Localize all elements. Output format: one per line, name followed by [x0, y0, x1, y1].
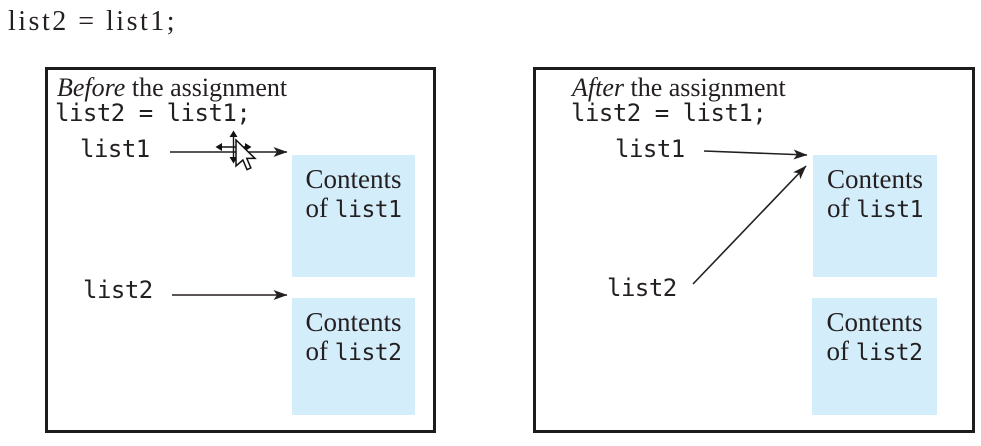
- box-line2: of list2: [826, 336, 923, 367]
- contents-of-list1-box: Contents of list1: [292, 155, 415, 277]
- panel-title: Before the assignment: [57, 75, 287, 101]
- box-line2: of list1: [827, 193, 923, 224]
- title-rest: the assignment: [125, 73, 288, 102]
- box-line1: Contents: [305, 307, 402, 337]
- assignment-code: list2 = list1;: [55, 99, 251, 127]
- list2-reference-label: list2: [83, 276, 153, 304]
- box-line1: Contents: [826, 164, 923, 194]
- contents-of-list1-box: Contents of list1: [813, 155, 937, 277]
- box-line1: Contents: [826, 307, 923, 337]
- after-panel: After the assignment list2 = list1; list…: [533, 67, 975, 433]
- list1-reference-label: list1: [80, 135, 150, 163]
- assignment-code: list2 = list1;: [571, 99, 767, 127]
- panel-title: After the assignment: [572, 75, 786, 101]
- box-line1: Contents: [305, 164, 402, 194]
- contents-of-list2-box: Contents of list2: [812, 298, 937, 415]
- list1-reference-label: list1: [615, 135, 685, 163]
- title-keyword: After: [572, 73, 624, 102]
- assignment-statement: list2 = list1;: [8, 6, 178, 37]
- box-line2: of list2: [305, 336, 402, 367]
- box-line2: of list1: [305, 193, 402, 224]
- contents-of-list2-box: Contents of list2: [292, 298, 415, 415]
- before-panel: Before the assignment list2 = list1; lis…: [45, 67, 436, 433]
- list2-reference-label: list2: [607, 274, 677, 302]
- title-rest: the assignment: [624, 73, 786, 102]
- title-keyword: Before: [57, 73, 126, 102]
